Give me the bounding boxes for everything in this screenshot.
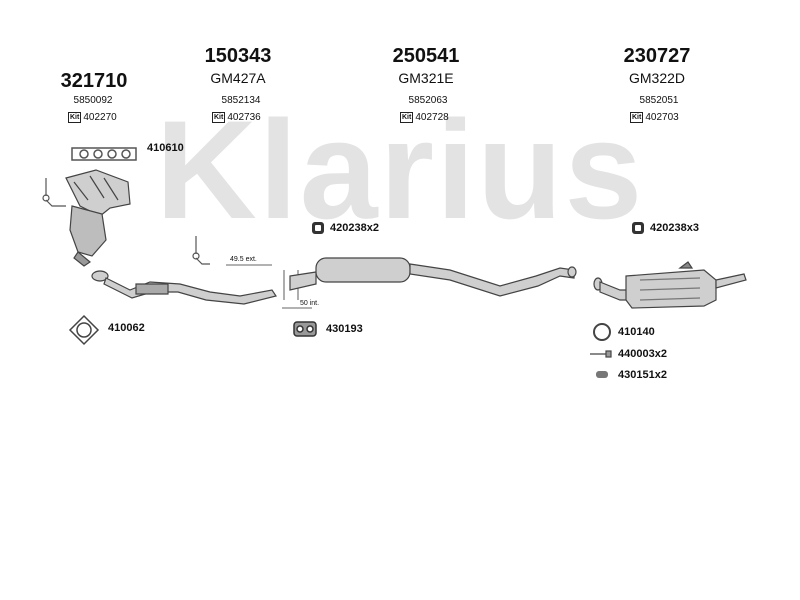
label-clamp-rear: 420238x3 [650, 222, 699, 234]
hanger-icon [293, 321, 317, 337]
ref-5850092: 5850092 [73, 95, 113, 106]
kit-badge: Kit [212, 112, 226, 123]
label-gasket-front: 410062 [108, 322, 145, 334]
part-number-321710: 321710 [60, 70, 128, 92]
label-ring-rear: 410140 [618, 326, 655, 338]
label-rubber-rear: 430151x2 [618, 369, 667, 381]
clamp-rear-icon [632, 222, 644, 234]
clamp-mid-icon [312, 222, 324, 234]
label-clamp-mid: 420238x2 [330, 222, 379, 234]
front-pipe-drawing [91, 270, 277, 305]
ring-rear-icon [593, 323, 611, 341]
kit-402703: Kit 402703 [630, 112, 679, 123]
dimension-int: 50 int. [300, 300, 320, 307]
gasket-front-icon [68, 314, 100, 346]
model-gm427a: GM427A [210, 70, 266, 86]
kit-number: 402736 [227, 112, 261, 123]
kit-badge: Kit [400, 112, 414, 123]
manifold-catalyst-drawing [65, 169, 131, 267]
kit-number: 402703 [645, 112, 679, 123]
part-number-230727: 230727 [623, 45, 691, 67]
kit-402270: Kit 402270 [68, 112, 117, 123]
ref-5852063: 5852063 [408, 95, 448, 106]
kit-badge: Kit [630, 112, 644, 123]
manifold-gasket-drawing [71, 147, 137, 161]
kit-402728: Kit 402728 [400, 112, 449, 123]
dimension-ext: 49.5 ext. [230, 256, 257, 263]
watermark-text: Klarius [156, 100, 645, 248]
ref-5852134: 5852134 [221, 95, 261, 106]
model-gm321e: GM321E [398, 70, 454, 86]
part-number-250541: 250541 [392, 45, 460, 67]
kit-number: 402728 [415, 112, 449, 123]
label-gasket-manifold: 410610 [147, 142, 184, 154]
bolt-rear-icon [590, 350, 612, 358]
lambda-sensor-front [42, 178, 66, 207]
kit-number: 402270 [83, 112, 117, 123]
label-hanger-mid: 430193 [326, 323, 363, 335]
label-bolt-rear: 440003x2 [618, 348, 667, 360]
model-gm322d: GM322D [628, 70, 686, 86]
klarius-watermark: Klarius [156, 100, 645, 248]
rear-silencer-drawing [593, 261, 747, 309]
rubber-rear-icon [596, 371, 608, 378]
part-number-150343: 150343 [204, 45, 272, 67]
ref-5852051: 5852051 [639, 95, 679, 106]
middle-silencer-drawing [289, 257, 577, 297]
kit-badge: Kit [68, 112, 82, 123]
kit-402736: Kit 402736 [212, 112, 261, 123]
lambda-sensor-mid [192, 236, 210, 265]
